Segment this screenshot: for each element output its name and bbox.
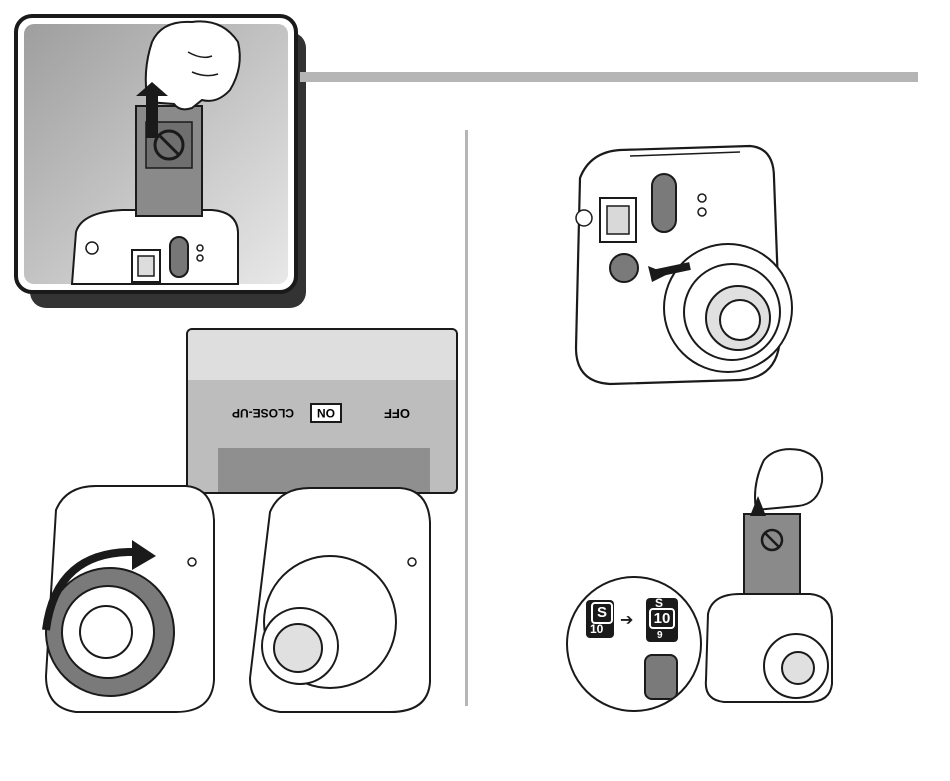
switch-on-label: ON <box>310 403 342 423</box>
camera-eject-illustration <box>700 444 840 706</box>
switch-off-label: OFF <box>384 406 410 421</box>
camera-shutter-illustration <box>560 138 810 388</box>
camera-rotate-illustration <box>36 480 226 716</box>
counter-after-sub: 9 <box>657 630 663 641</box>
switch-panel: OFF ON CLOSE-UP <box>186 328 458 494</box>
top-left-panel <box>12 12 312 312</box>
header-rule <box>300 72 918 82</box>
arrow-right-icon: ➔ <box>620 610 633 630</box>
counter-before-label: S <box>591 602 613 624</box>
counter-after-value: 10 <box>649 608 675 629</box>
column-divider <box>465 130 468 706</box>
switch-closeup-label: CLOSE-UP <box>232 406 294 420</box>
counter-inset: S 10 ➔ S 10 9 <box>566 576 702 712</box>
camera-closeup-illustration <box>240 482 440 716</box>
counter-before: S 10 <box>586 600 614 638</box>
counter-before-sub: 10 <box>590 622 603 636</box>
counter-window <box>644 654 678 700</box>
counter-after: S 10 9 <box>646 598 678 642</box>
